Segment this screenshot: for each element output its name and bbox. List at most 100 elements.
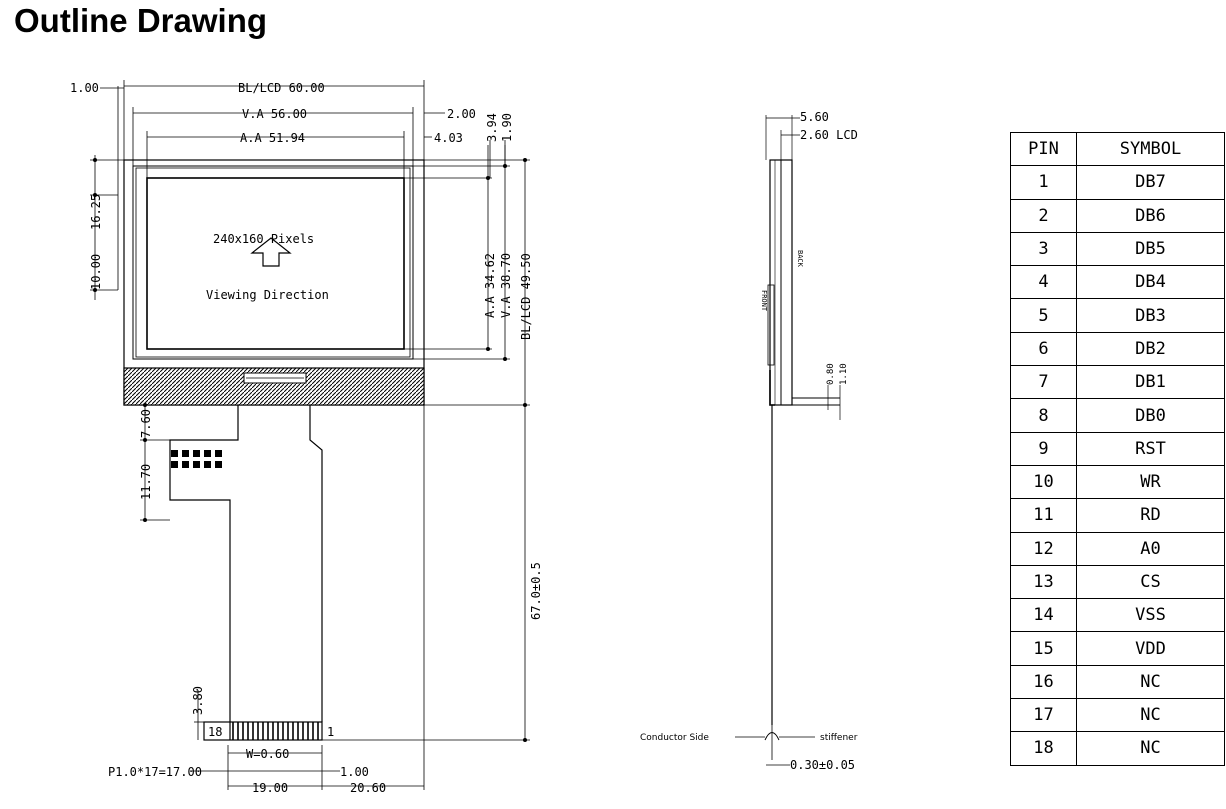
pin-number: 1 [1010,165,1077,200]
dim-total-thk: 5.60 [800,110,829,124]
dim-fpc-length: 67.0±0.5 [529,562,543,620]
pin-number: 14 [1010,598,1077,633]
pin-symbol: DB5 [1076,231,1225,267]
front-view [90,80,530,790]
pin-number: 7 [1010,365,1077,400]
pin-symbol: NC [1076,731,1225,766]
fpc-components [171,450,222,468]
dim-va-width: V.A 56.00 [242,107,307,121]
dim-pos-1: 1.00 [340,765,369,779]
pin-number: 2 [1010,198,1077,233]
pin-symbol: CS [1076,564,1225,600]
pin-symbol: RD [1076,498,1225,533]
pads [232,722,319,740]
dim-pitch: P1.0*17=17.00 [108,765,202,779]
pin-number: 10 [1010,464,1077,500]
pin-symbol: DB3 [1076,298,1225,333]
dim-right-va: 2.00 [447,107,476,121]
pin-number: 13 [1010,564,1077,600]
pin-symbol: NC [1076,698,1225,733]
pin-symbol: A0 [1076,531,1225,566]
pin-symbol: DB0 [1076,398,1225,433]
dim-left-margin: 1.00 [70,81,99,95]
dim-top-va: 1.90 [500,113,514,142]
pin-symbol: NC [1076,664,1225,700]
pin-number: 9 [1010,431,1077,466]
dim-aa-width: A.A 51.94 [240,131,305,145]
header-pin: PIN [1010,131,1077,167]
dim-pad-w: W=0.60 [246,747,289,761]
dim-left-10: 10.00 [89,254,103,290]
viewing-direction-label: Viewing Direction [206,288,329,302]
fpc-right-edge [309,405,323,722]
pin-number: 12 [1010,531,1077,566]
pin-symbol: DB4 [1076,265,1225,300]
pin-number: 17 [1010,698,1077,733]
dim-va-height: V.A 38.70 [499,253,513,318]
dim-right-aa: 4.03 [434,131,463,145]
up-arrow-icon [250,237,292,267]
dim-110: 1.10 [839,363,849,385]
dim-aa-height: A.A 34.62 [483,253,497,318]
conductor-side-label: Conductor Side [640,733,709,743]
pin-number: 8 [1010,398,1077,433]
pin-last-label: 1 [327,725,334,739]
dim-stiffener-thk: 0.30±0.05 [790,758,855,772]
page-title: Outline Drawing [14,2,268,39]
pin-symbol: WR [1076,464,1225,500]
side-view-labels: 5.60 2.60 LCD FRONT BACK 0.80 1.10 Condu… [640,110,858,772]
table-header-row: PIN SYMBOL [1010,131,1225,167]
pin-symbol: VDD [1076,631,1225,666]
dim-lcd-thk: 2.60 LCD [800,128,858,142]
front-view-labels: BL/LCD 60.00 V.A 56.00 A.A 51.94 1.00 2.… [70,81,543,795]
stiffener-label: stiffener [820,733,858,743]
dim-top-aa: 3.94 [485,113,499,142]
side-view [735,115,841,766]
pin-first-label: 18 [208,725,222,739]
dim-fpc-11: 11.70 [139,464,153,500]
pin-number: 11 [1010,498,1077,533]
pin-symbol: VSS [1076,598,1225,633]
pin-symbol: DB1 [1076,365,1225,400]
pin-number: 15 [1010,631,1077,666]
dim-bl-lcd-width: BL/LCD 60.00 [238,81,325,95]
pin-number: 16 [1010,664,1077,700]
pin-symbol: DB7 [1076,165,1225,200]
back-label: BACK [796,250,804,268]
pin-symbol: DB2 [1076,331,1225,367]
pin-number: 18 [1010,731,1077,766]
dim-w19: 19.00 [252,781,288,795]
pin-number: 5 [1010,298,1077,333]
dim-w20: 20.60 [350,781,386,795]
dim-bl-lcd-height: BL/LCD 49.50 [519,253,533,340]
dim-pad-h: 3.80 [191,686,205,715]
pin-number: 4 [1010,265,1077,300]
pixels-label: 240x160 Pixels [213,232,314,246]
pin-number: 6 [1010,331,1077,367]
dim-left-16: 16.25 [89,194,103,230]
pin-symbol: RST [1076,431,1225,466]
pin-number: 3 [1010,231,1077,267]
active-area [146,177,405,350]
dim-080: 0.80 [826,363,836,385]
